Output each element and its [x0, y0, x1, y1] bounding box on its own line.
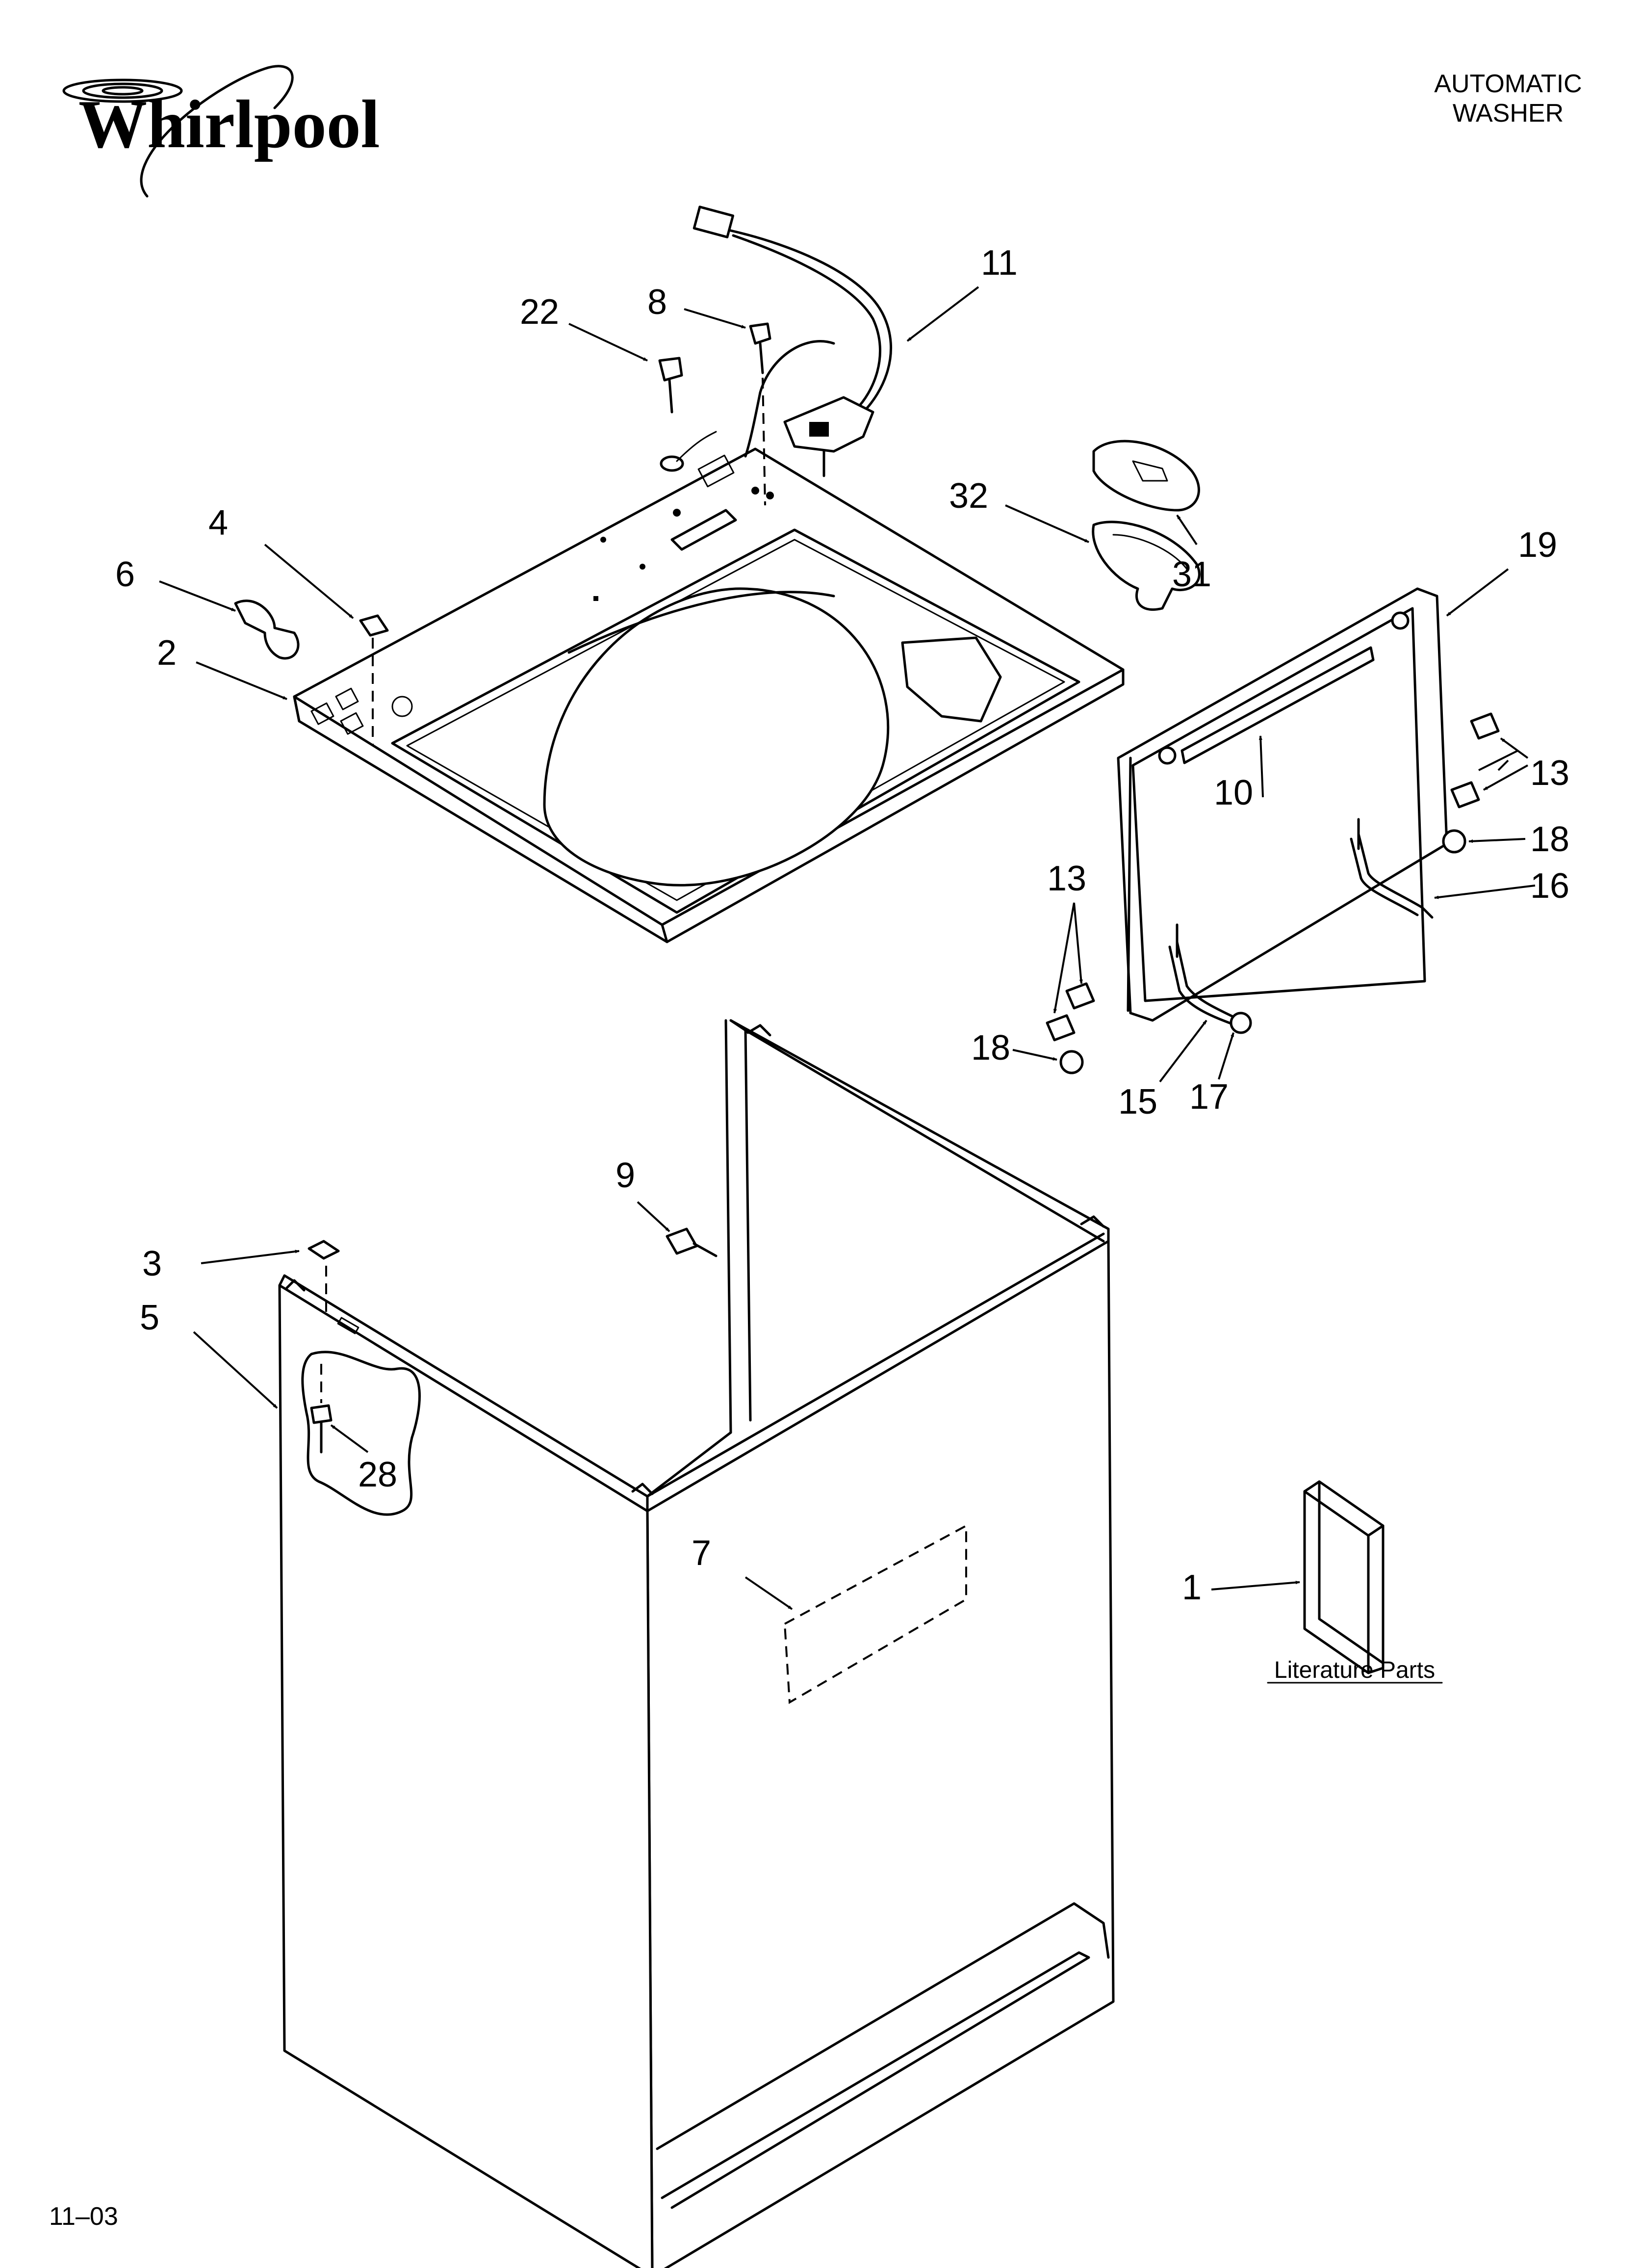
clip-6 — [234, 600, 300, 660]
callout-2: 2 — [157, 633, 177, 673]
callout-1: 1 — [1182, 1568, 1202, 1607]
logo-swoosh — [140, 65, 294, 198]
screw-22 — [658, 357, 717, 472]
callout-6: 6 — [115, 555, 135, 594]
callout-18-left: 18 — [971, 1028, 1010, 1068]
callout-13-right: 13 — [1530, 754, 1569, 793]
logo-swirl-inner — [102, 86, 144, 96]
callout-7: 7 — [692, 1534, 711, 1573]
callout-28: 28 — [358, 1455, 397, 1494]
lid-screws — [1046, 712, 1500, 1074]
washer-lid — [1117, 587, 1448, 1027]
callout-11: 11 — [981, 243, 1018, 283]
whirlpool-logo: Whirlpool — [62, 65, 380, 198]
literature-booklet — [1303, 1480, 1385, 1674]
callout-31: 31 — [1172, 555, 1211, 594]
leader-lines — [159, 286, 1536, 1610]
callout-18-right: 18 — [1530, 820, 1569, 859]
callout-15: 15 — [1118, 1082, 1157, 1121]
literature-label: Literature Parts — [1274, 1657, 1435, 1683]
logo-swirl-mid — [82, 82, 163, 99]
header-line-1: AUTOMATIC — [1434, 70, 1582, 98]
bleach-dispenser — [1092, 440, 1201, 611]
clip-4 — [359, 614, 389, 746]
callout-32: 32 — [949, 476, 988, 516]
callout-19: 19 — [1518, 525, 1557, 565]
callout-10: 10 — [1214, 773, 1253, 812]
callout-8: 8 — [647, 283, 667, 322]
washer-cabinet — [278, 1019, 1115, 2268]
callout-9: 9 — [616, 1156, 635, 1195]
screw-28 — [310, 1364, 333, 1454]
logo-swirl-outer — [62, 78, 183, 103]
callout-17: 17 — [1189, 1077, 1229, 1117]
clip-3 — [308, 1240, 340, 1315]
callout-5: 5 — [140, 1298, 159, 1337]
lid-switch-harness — [693, 206, 893, 477]
screw-9 — [666, 1227, 718, 1257]
callout-22: 22 — [520, 292, 559, 332]
footer-code: 11–03 — [49, 2202, 118, 2231]
callout-13-left: 13 — [1047, 859, 1086, 898]
callout-3: 3 — [142, 1244, 162, 1283]
screw-8 — [749, 322, 771, 506]
logo-wordmark: Whirlpool — [78, 86, 380, 162]
washer-top-panel — [293, 447, 1125, 943]
callout-4: 4 — [208, 503, 228, 543]
callout-16: 16 — [1530, 866, 1569, 906]
header-line-2: WASHER — [1453, 99, 1564, 128]
